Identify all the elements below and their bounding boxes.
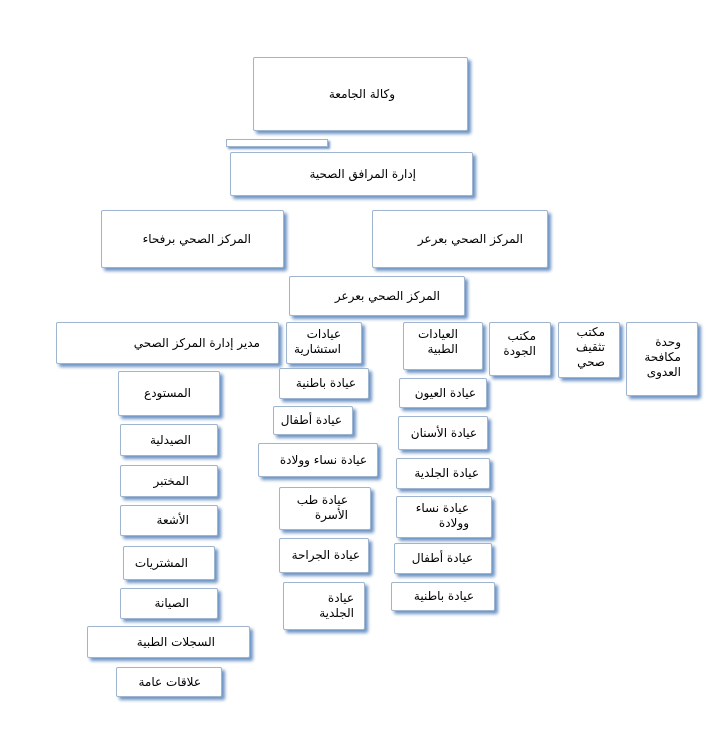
quality-office-node: مكتب الجودة: [489, 322, 551, 376]
medical-item: عيادة العيون: [399, 378, 487, 408]
medical-item: عيادة الأسنان: [398, 416, 488, 450]
consult-item: عيادة باطنية: [279, 368, 369, 399]
management-node: إدارة المرافق الصحية: [230, 152, 473, 196]
director-node: مدير إدارة المركز الصحي: [56, 322, 279, 364]
center-main-node: المركز الصحي بعرعر: [289, 276, 465, 316]
health-education-node: مكتب تثقيف صحي: [558, 322, 620, 378]
director-item: السجلات الطبية: [87, 626, 250, 658]
consult-item: عيادة طب الأسرة: [279, 487, 371, 530]
consult-item: عيادة أطفال: [273, 406, 353, 435]
director-item: الصيانة: [120, 588, 218, 619]
medical-item: عيادة نساء وولادة: [396, 496, 492, 538]
center-rafha-node: المركز الصحي برفحاء: [101, 210, 284, 268]
director-item: المستودع: [118, 371, 220, 416]
director-item: المشتريات: [123, 546, 215, 580]
consult-item: عيادة الجلدية: [283, 582, 365, 630]
medical-item: عيادة باطنية: [391, 582, 495, 611]
root-node: وكالة الجامعة: [253, 57, 468, 131]
connector-bar: [226, 139, 328, 147]
director-item: علاقات عامة: [116, 667, 222, 697]
consult-clinics-node: عيادات استشارية: [286, 322, 362, 364]
director-item: المختبر: [120, 465, 218, 497]
center-bareraa-node: المركز الصحي بعرعر: [372, 210, 548, 268]
consult-item: عيادة الجراحة: [279, 538, 369, 573]
medical-item: عيادة الجلدية: [396, 458, 490, 489]
director-item: الصيدلية: [120, 424, 218, 456]
director-item: الأشعة: [120, 505, 218, 536]
infection-control-node: وحدة مكافحة العدوى: [626, 322, 698, 396]
medical-clinics-node: العيادات الطبية: [403, 322, 483, 370]
medical-item: عيادة أطفال: [394, 543, 492, 574]
consult-item: عيادة نساء وولادة: [258, 443, 378, 477]
